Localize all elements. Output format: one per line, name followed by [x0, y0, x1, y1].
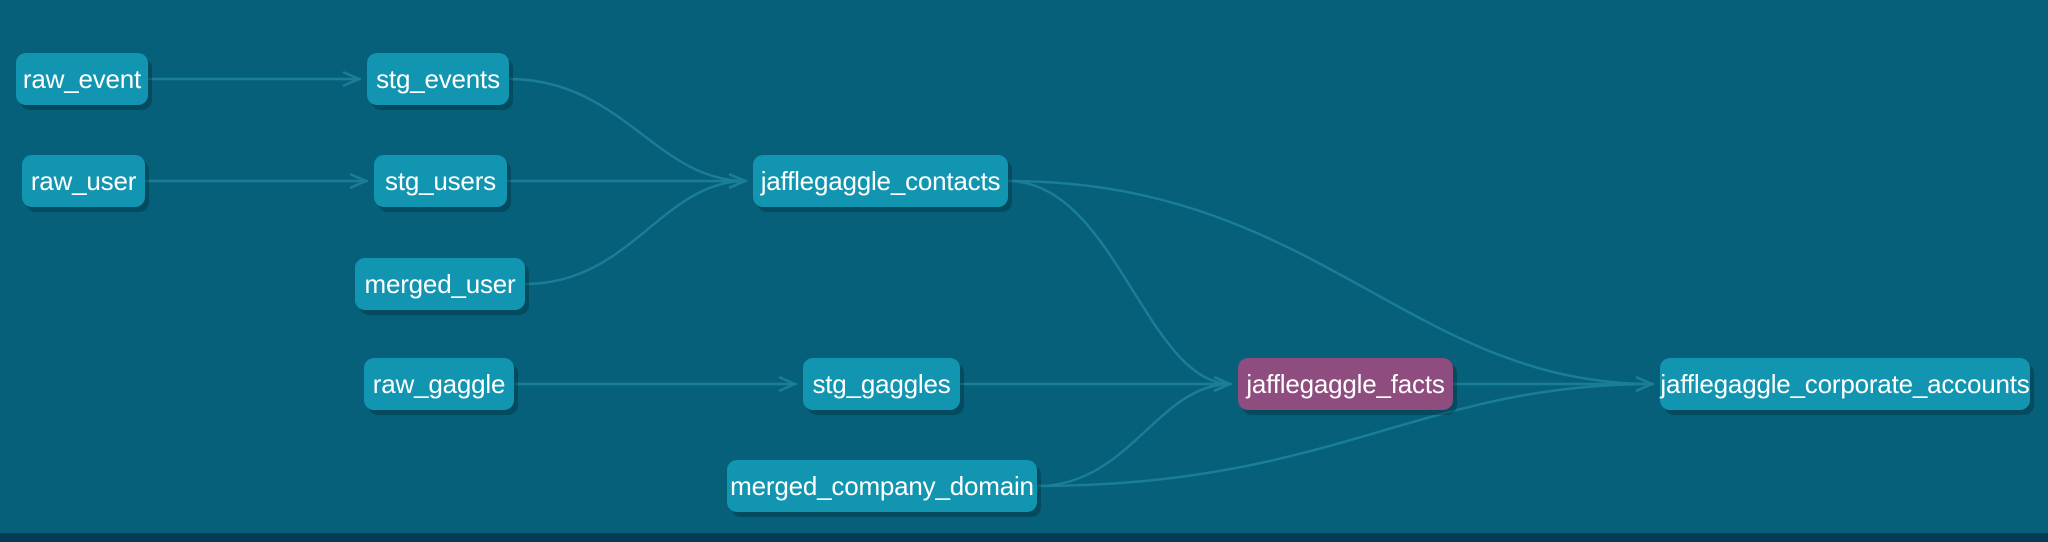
- node-raw_user[interactable]: raw_user: [22, 155, 145, 207]
- node-merged_user[interactable]: merged_user: [355, 258, 525, 310]
- node-label: stg_gaggles: [812, 368, 951, 399]
- node-label: jafflegaggle_corporate_accounts: [1660, 368, 2030, 399]
- node-stg_users[interactable]: stg_users: [374, 155, 507, 207]
- edge-merged_company_domain-jafflegaggle_facts: [1035, 376, 1233, 488]
- edge-stg_events-jafflegaggle_contacts: [507, 77, 748, 189]
- edge-merged_company_domain-jafflegaggle_corporate_accounts: [1035, 376, 1655, 488]
- node-label: merged_user: [364, 268, 516, 299]
- edge-jafflegaggle_contacts-jafflegaggle_facts: [1006, 179, 1233, 392]
- node-jafflegaggle_contacts[interactable]: jafflegaggle_contacts: [753, 155, 1008, 207]
- node-raw_gaggle[interactable]: raw_gaggle: [364, 358, 514, 410]
- node-jafflegaggle_corporate_accounts[interactable]: jafflegaggle_corporate_accounts: [1660, 358, 2030, 410]
- node-label: raw_event: [22, 63, 142, 94]
- node-label: raw_user: [30, 165, 137, 196]
- node-merged_company_domain[interactable]: merged_company_domain: [727, 460, 1037, 512]
- node-jafflegaggle_facts[interactable]: jafflegaggle_facts: [1238, 358, 1453, 410]
- node-label: jafflegaggle_facts: [1246, 368, 1445, 399]
- edge-merged_user-jafflegaggle_contacts: [523, 173, 748, 286]
- node-stg_gaggles[interactable]: stg_gaggles: [803, 358, 960, 410]
- node-raw_event[interactable]: raw_event: [16, 53, 148, 105]
- bottom-edge-bar: [0, 533, 2048, 542]
- node-label: raw_gaggle: [372, 368, 506, 399]
- node-label: stg_events: [376, 63, 500, 94]
- edge-jafflegaggle_contacts-jafflegaggle_corporate_accounts: [1006, 179, 1655, 392]
- node-label: stg_users: [385, 165, 496, 196]
- node-label: merged_company_domain: [730, 470, 1034, 501]
- node-stg_events[interactable]: stg_events: [367, 53, 509, 105]
- node-label: jafflegaggle_contacts: [760, 165, 1001, 196]
